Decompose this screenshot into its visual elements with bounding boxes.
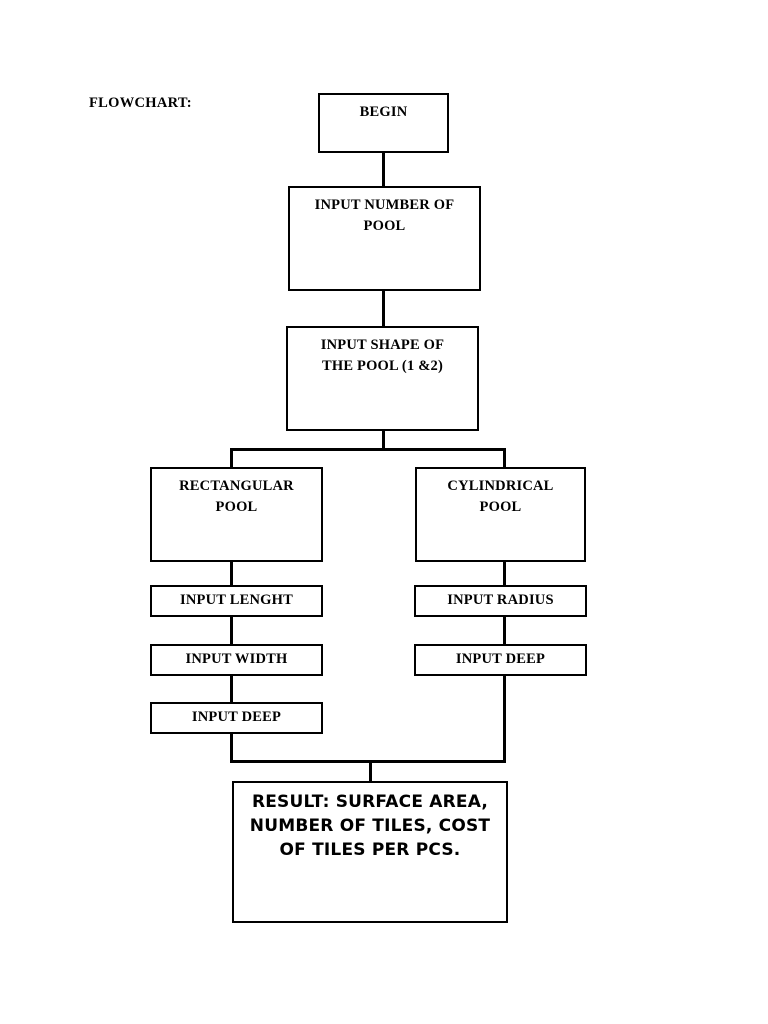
branch-bar-shape-split	[230, 448, 506, 451]
node-input-lenght[interactable]: INPUT LENGHT	[150, 585, 323, 617]
node-input-lenght-label: INPUT LENGHT	[180, 592, 293, 609]
node-cylindrical-pool[interactable]: CYLINDRICAL POOL	[415, 467, 586, 562]
node-input-deep-right[interactable]: INPUT DEEP	[414, 644, 587, 676]
node-input-deep-left-label: INPUT DEEP	[191, 709, 282, 726]
node-input-deep-left[interactable]: INPUT DEEP	[150, 702, 323, 734]
connector-merge-to-result	[369, 760, 372, 782]
node-result-label: RESULT: SURFACE AREA, NUMBER OF TILES, C…	[249, 792, 491, 861]
connector-input-radius-to-input-deep	[503, 615, 506, 646]
connector-rectangular-pool-to-input-lenght	[230, 560, 233, 587]
node-cylindrical-pool-label: CYLINDRICAL POOL	[447, 478, 554, 516]
node-input-deep-right-label: INPUT DEEP	[455, 651, 546, 668]
node-input-radius-label: INPUT RADIUS	[447, 592, 554, 609]
node-rectangular-pool-label: RECTANGULAR POOL	[179, 478, 294, 516]
connector-right-deep-to-merge	[503, 674, 506, 763]
connector-branch-to-cylindrical-pool	[503, 448, 506, 469]
node-input-number-of-pool-label: INPUT NUMBER OF POOL	[314, 197, 455, 235]
node-input-width-label: INPUT WIDTH	[185, 651, 288, 668]
node-begin[interactable]: BEGIN	[318, 93, 449, 153]
connector-input-lenght-to-input-width	[230, 615, 233, 646]
node-input-number-of-pool[interactable]: INPUT NUMBER OF POOL	[288, 186, 481, 291]
page-title: FLOWCHART:	[89, 95, 192, 111]
node-result[interactable]: RESULT: SURFACE AREA, NUMBER OF TILES, C…	[232, 781, 508, 923]
connector-input-number-to-input-shape	[382, 289, 385, 328]
node-input-shape-of-pool[interactable]: INPUT SHAPE OF THE POOL (1 &2)	[286, 326, 479, 431]
connector-cylindrical-pool-to-input-radius	[503, 560, 506, 587]
connector-begin-to-input-number	[382, 150, 385, 188]
connector-input-shape-to-branch	[382, 428, 385, 451]
node-input-radius[interactable]: INPUT RADIUS	[414, 585, 587, 617]
connector-left-deep-to-merge	[230, 732, 233, 763]
node-begin-label: BEGIN	[359, 104, 408, 120]
node-rectangular-pool[interactable]: RECTANGULAR POOL	[150, 467, 323, 562]
node-input-shape-of-pool-label: INPUT SHAPE OF THE POOL (1 &2)	[320, 337, 445, 375]
connector-branch-to-rectangular-pool	[230, 448, 233, 469]
node-input-width[interactable]: INPUT WIDTH	[150, 644, 323, 676]
merge-bar-to-result	[230, 760, 506, 763]
connector-input-width-to-input-deep	[230, 674, 233, 704]
